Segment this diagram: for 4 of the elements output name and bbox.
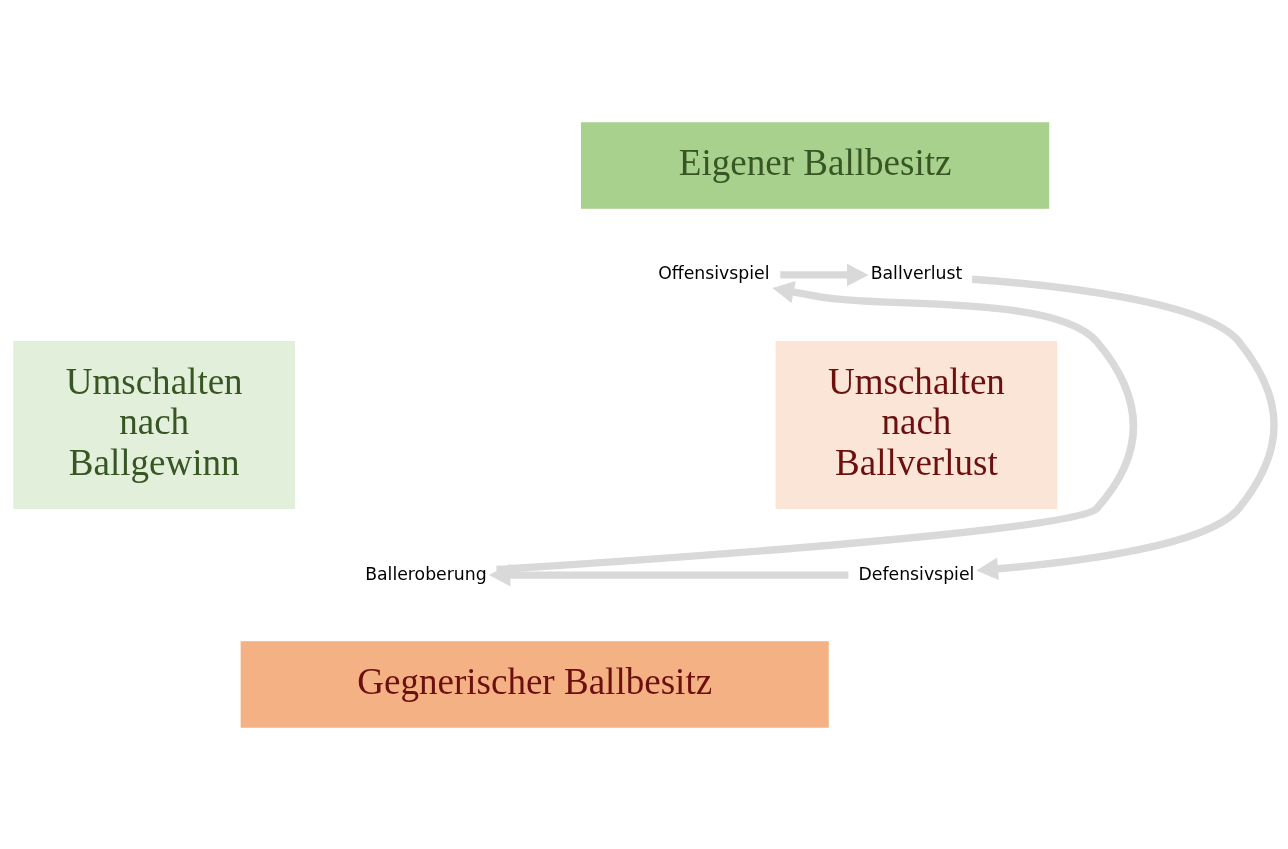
node-text: Defensivspiel (858, 563, 975, 584)
node-text: Offensivspiel (658, 262, 770, 283)
node-text: Ballverlust (870, 262, 963, 283)
node-text: Balleroberung (365, 563, 487, 584)
